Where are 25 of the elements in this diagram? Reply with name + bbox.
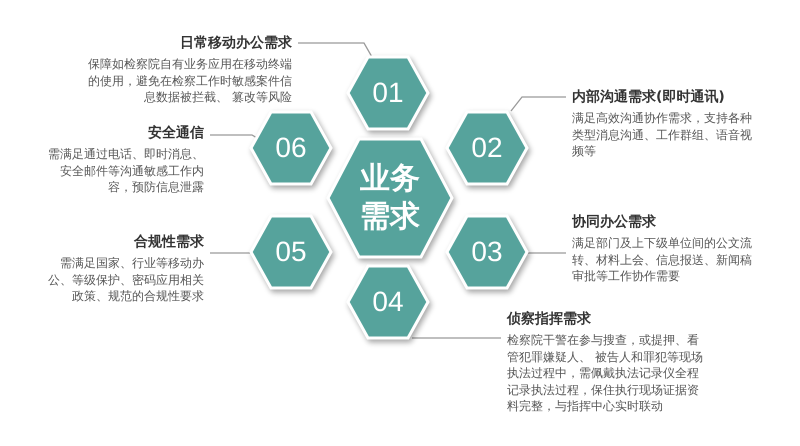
number-hexagon: 05 [251, 216, 331, 288]
leader-line [298, 42, 373, 58]
leader-line [527, 252, 566, 254]
description: 需满足国家、行业等移动办公、等级保护、密码应用相关政策、规范的合规性要求 [47, 255, 204, 304]
heading: 侦察指挥需求 [507, 310, 592, 328]
number-hexagon: 06 [251, 112, 331, 184]
number-hexagon: 03 [447, 216, 527, 288]
heading: 合规性需求 [133, 233, 204, 251]
heading: 日常移动办公需求 [179, 34, 292, 52]
leader-line [210, 252, 251, 254]
number-hexagon: 01 [348, 57, 428, 129]
description: 保障如检察院自有业务应用在移动终端的使用，避免在检察工作时敏感案件信息数据被拦截、 篡改等风险 [87, 56, 292, 106]
description: 满足高效沟通协作需求，支持各种类型消息沟通、工作群组、语音视频等 [572, 110, 753, 160]
description: 需满足通过电话、即时消息、安全邮件等沟通敏感工作内容，预防信息泄露 [47, 146, 204, 196]
leader-line [210, 134, 258, 139]
leader-line [412, 337, 501, 339]
heading: 安全通信 [147, 124, 204, 142]
number-hexagon: 04 [348, 266, 428, 338]
description: 检察院干警在参与搜查，或提押、看管犯罪嫌疑人、 被告人和罪犯等现场执法过程中，需佩戴执法记录仪全程记录执法过程，保住执行现场证据资料完整，与指挥中心实时联动 [507, 332, 704, 414]
description: 满足部门及上下级单位间的公文流转、材料上会、信息报送、新闻稿审批等工作协作需要 [572, 235, 753, 284]
heading: 协同办公需求 [572, 213, 657, 231]
number-hexagon: 02 [447, 112, 527, 184]
center-hexagon: 业务需求 [328, 139, 452, 257]
heading: 内部沟通需求(即时通讯) [572, 88, 726, 106]
leader-line [510, 96, 566, 112]
